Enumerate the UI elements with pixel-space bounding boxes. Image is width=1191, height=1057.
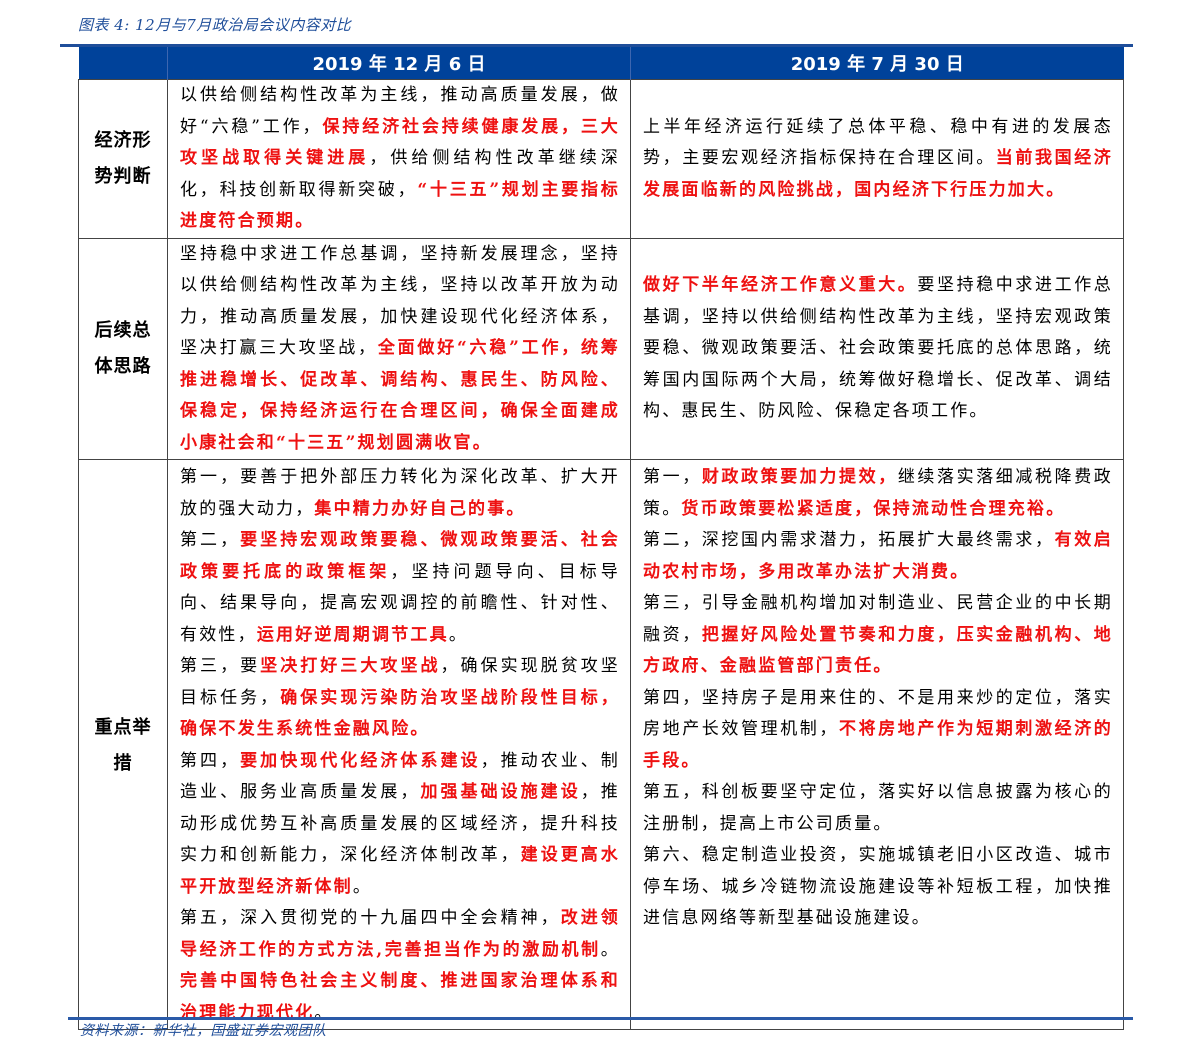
row-label-line: 体思路 [94,355,152,377]
highlight-text: 完善中国特色社会主义制度、推进国家治理体系和治理能力现代化 [180,971,620,1023]
body-text: 第五，科创板要坚守定位，落实好以信息披露为核心的注册制，提高上市公司质量。 [643,782,1113,834]
body-text: 第四， [180,750,241,771]
body-text: 第六、稳定制造业投资，实施城镇老旧小区改造、城市停车场、城乡冷链物流设施建设等补… [643,845,1113,928]
highlight-text: 要坚持宏观政策要稳、微观政策要活、社会政策要托底的政策框架 [180,530,620,582]
body-text: 以供给侧结构性改革为主线，推动高质量发展，做好“六稳”工作， [180,85,620,137]
highlight-text: 把握好风险处置节奏和力度，压实金融机构、地方政府、金融监管部门责任。 [643,624,1114,677]
measure-paragraph: 第二，要坚持宏观政策要稳、微观政策要活、社会政策要托底的政策框架，坚持问题导向、… [180,525,620,651]
header-dec-2019: 2019 年 12 月 6 日 [167,47,631,80]
row-label: 重点举 措 [78,459,168,1030]
body-text: ，坚持问题导向、目标导向、结果导向，提高宏观调控的前瞻性、针对性、有效性， [180,561,621,645]
highlight-text: 有效启动农村市场，多用改革办法扩大消费。 [643,530,1113,582]
measure-paragraph: 第三，引导金融机构增加对制造业、民营企业的中长期融资，把握好风险处置节奏和力度，… [643,588,1113,683]
body-text: 上半年经济运行延续了总体平稳、稳中有进的发展态势，主要宏观经济指标保持在合理区间… [643,116,1113,169]
highlight-text: 全面做好“六稳”工作，统筹推进稳增长、促改革、调结构、惠民生、防风险、保稳定，保… [180,338,621,453]
header-row: 2019 年 12 月 6 日 2019 年 7 月 30 日 [78,47,1124,80]
body-text: 坚持稳中求进工作总基调，坚持新发展理念，坚持以供给侧结构性改革为主线，坚持以改革… [180,243,620,359]
measure-paragraph: 第六、稳定制造业投资，实施城镇老旧小区改造、城市停车场、城乡冷链物流设施建设等补… [643,840,1113,935]
row-label: 后续总 体思路 [78,237,168,460]
comparison-table: 2019 年 12 月 6 日 2019 年 7 月 30 日 经济形 势判断 … [78,47,1124,1030]
body-text: ，推动农业、制造业、服务业高质量发展， [180,750,621,803]
row-label-line: 经济形 [94,129,152,151]
body-text: ，推动形成优势互补高质量发展的区域经济，提升科技实力和创新能力，深化经济体制改革… [180,782,620,865]
row-label-line: 措 [113,752,133,774]
measure-paragraph: 第一，要善于把外部压力转化为深化改革、扩大开放的强大动力，集中精力办好自己的事。 [180,462,620,525]
cell-jul: 做好下半年经济工作意义重大。要坚持稳中求进工作总基调，坚持以供给侧结构性改革为主… [630,237,1124,460]
body-text: 。 [448,624,469,645]
cell-jul: 上半年经济运行延续了总体平稳、稳中有进的发展态势，主要宏观经济指标保持在合理区间… [630,79,1124,239]
highlight-text: 财政政策要加力提效， [701,467,898,487]
body-text: 要坚持稳中求进工作总基调，坚持以供给侧结构性改革为主线，坚持宏观政策要稳、微观政… [643,275,1114,421]
row-label-line: 重点举 [94,716,152,738]
figure-title: 图表 4: 12月与7月政治局会议内容对比 [78,16,352,34]
body-text: 。 [352,876,373,897]
highlight-text: 坚决打好三大攻坚战 [260,656,441,676]
measure-paragraph: 第五，深入贯彻党的十九届四中全会精神，改进领导经济工作的方式方法,完善担当作为的… [180,903,620,1029]
cell-dec: 坚持稳中求进工作总基调，坚持新发展理念，坚持以供给侧结构性改革为主线，坚持以改革… [167,237,631,460]
body-text: 第五，深入贯彻党的十九届四中全会精神， [180,908,561,928]
table-row-overall-approach: 后续总 体思路 坚持稳中求进工作总基调，坚持新发展理念，坚持以供给侧结构性改革为… [78,237,1124,460]
measure-paragraph: 第五，科创板要坚守定位，落实好以信息披露为核心的注册制，提高上市公司质量。 [643,777,1113,840]
cell-dec: 以供给侧结构性改革为主线，推动高质量发展，做好“六稳”工作，保持经济社会持续健康… [167,79,631,239]
highlight-text: 改进领导经济工作的方式方法,完善担当作为的激励机制 [180,908,620,960]
highlight-text: 不将房地产作为短期刺激经济的手段。 [643,719,1113,771]
highlight-text: 建设更高水平开放型经济新体制 [180,845,621,897]
row-label-line: 后续总 [94,319,152,341]
measure-paragraph: 第三，要坚决打好三大攻坚战，确保实现脱贫攻坚目标任务，确保实现污染防治攻坚战阶段… [180,651,620,746]
body-text: 第三，引导金融机构增加对制造业、民营企业的中长期融资， [643,593,1113,645]
cell-dec: 第一，要善于把外部压力转化为深化改革、扩大开放的强大动力，集中精力办好自己的事。… [167,459,631,1030]
bottom-rule [68,1017,1133,1020]
highlight-text: 运用好逆周期调节工具 [256,624,449,645]
body-text: 第一，要善于把外部压力转化为深化改革、扩大开放的强大动力， [180,467,620,519]
header-blank [78,47,168,80]
highlight-text: 确保实现污染防治攻坚战阶段性目标，确保不发生系统性金融风险。 [180,687,621,740]
row-label: 经济形 势判断 [78,79,168,239]
body-text: 第二， [180,530,241,550]
highlight-text: “十三五”规划主要指标进度符合预期。 [180,179,620,232]
body-text: 继续落实落细减税降费政策。 [643,467,1114,519]
cell-jul: 第一，财政政策要加力提效，继续落实落细减税降费政策。货币政策要松紧适度，保持流动… [630,459,1124,1030]
highlight-text: 做好下半年经济工作意义重大。 [643,275,918,295]
highlight-text: 当前我国经济发展面临新的风险挑战，国内经济下行压力加大。 [643,148,1113,200]
body-text: 。 [600,939,620,960]
body-text: 第一， [643,467,702,487]
body-text: 第三，要 [180,656,261,676]
body-text: ，供给侧结构性改革继续深化，科技创新取得新突破， [180,148,620,200]
table-row-economic-judgement: 经济形 势判断 以供给侧结构性改革为主线，推动高质量发展，做好“六稳”工作，保持… [78,79,1124,239]
highlight-text: 货币政策要松紧适度，保持流动性合理充裕。 [681,498,1066,519]
measure-paragraph: 第一，财政政策要加力提效，继续落实落细减税降费政策。货币政策要松紧适度，保持流动… [643,462,1113,525]
body-text: 第二，深挖国内需求潜力，拓展扩大最终需求， [643,530,1055,550]
measure-paragraph: 第二，深挖国内需求潜力，拓展扩大最终需求，有效启动农村市场，多用改革办法扩大消费… [643,525,1113,588]
measure-paragraph: 第四，坚持房子是用来住的、不是用来炒的定位，落实房地产长效管理机制，不将房地产作… [643,683,1113,778]
highlight-text: 集中精力办好自己的事。 [314,498,526,519]
highlight-text: 要加快现代化经济体系建设 [240,750,481,771]
measure-paragraph: 第四，要加快现代化经济体系建设，推动农业、制造业、服务业高质量发展，加强基础设施… [180,746,620,904]
table-row-key-measures: 重点举 措 第一，要善于把外部压力转化为深化改革、扩大开放的强大动力，集中精力办… [78,459,1124,1030]
row-label-line: 势判断 [94,165,152,187]
body-text: 第四，坚持房子是用来住的、不是用来炒的定位，落实房地产长效管理机制， [643,687,1113,740]
highlight-text: 保持经济社会持续健康发展，三大攻坚战取得关键进展 [180,116,621,169]
header-jul-2019: 2019 年 7 月 30 日 [630,47,1124,80]
top-rule [60,44,1133,47]
body-text: ，确保实现脱贫攻坚目标任务， [180,656,620,708]
source-note: 资料来源：新华社，国盛证券宏观团队 [80,1023,327,1039]
highlight-text: 加强基础设施建设 [420,782,581,802]
